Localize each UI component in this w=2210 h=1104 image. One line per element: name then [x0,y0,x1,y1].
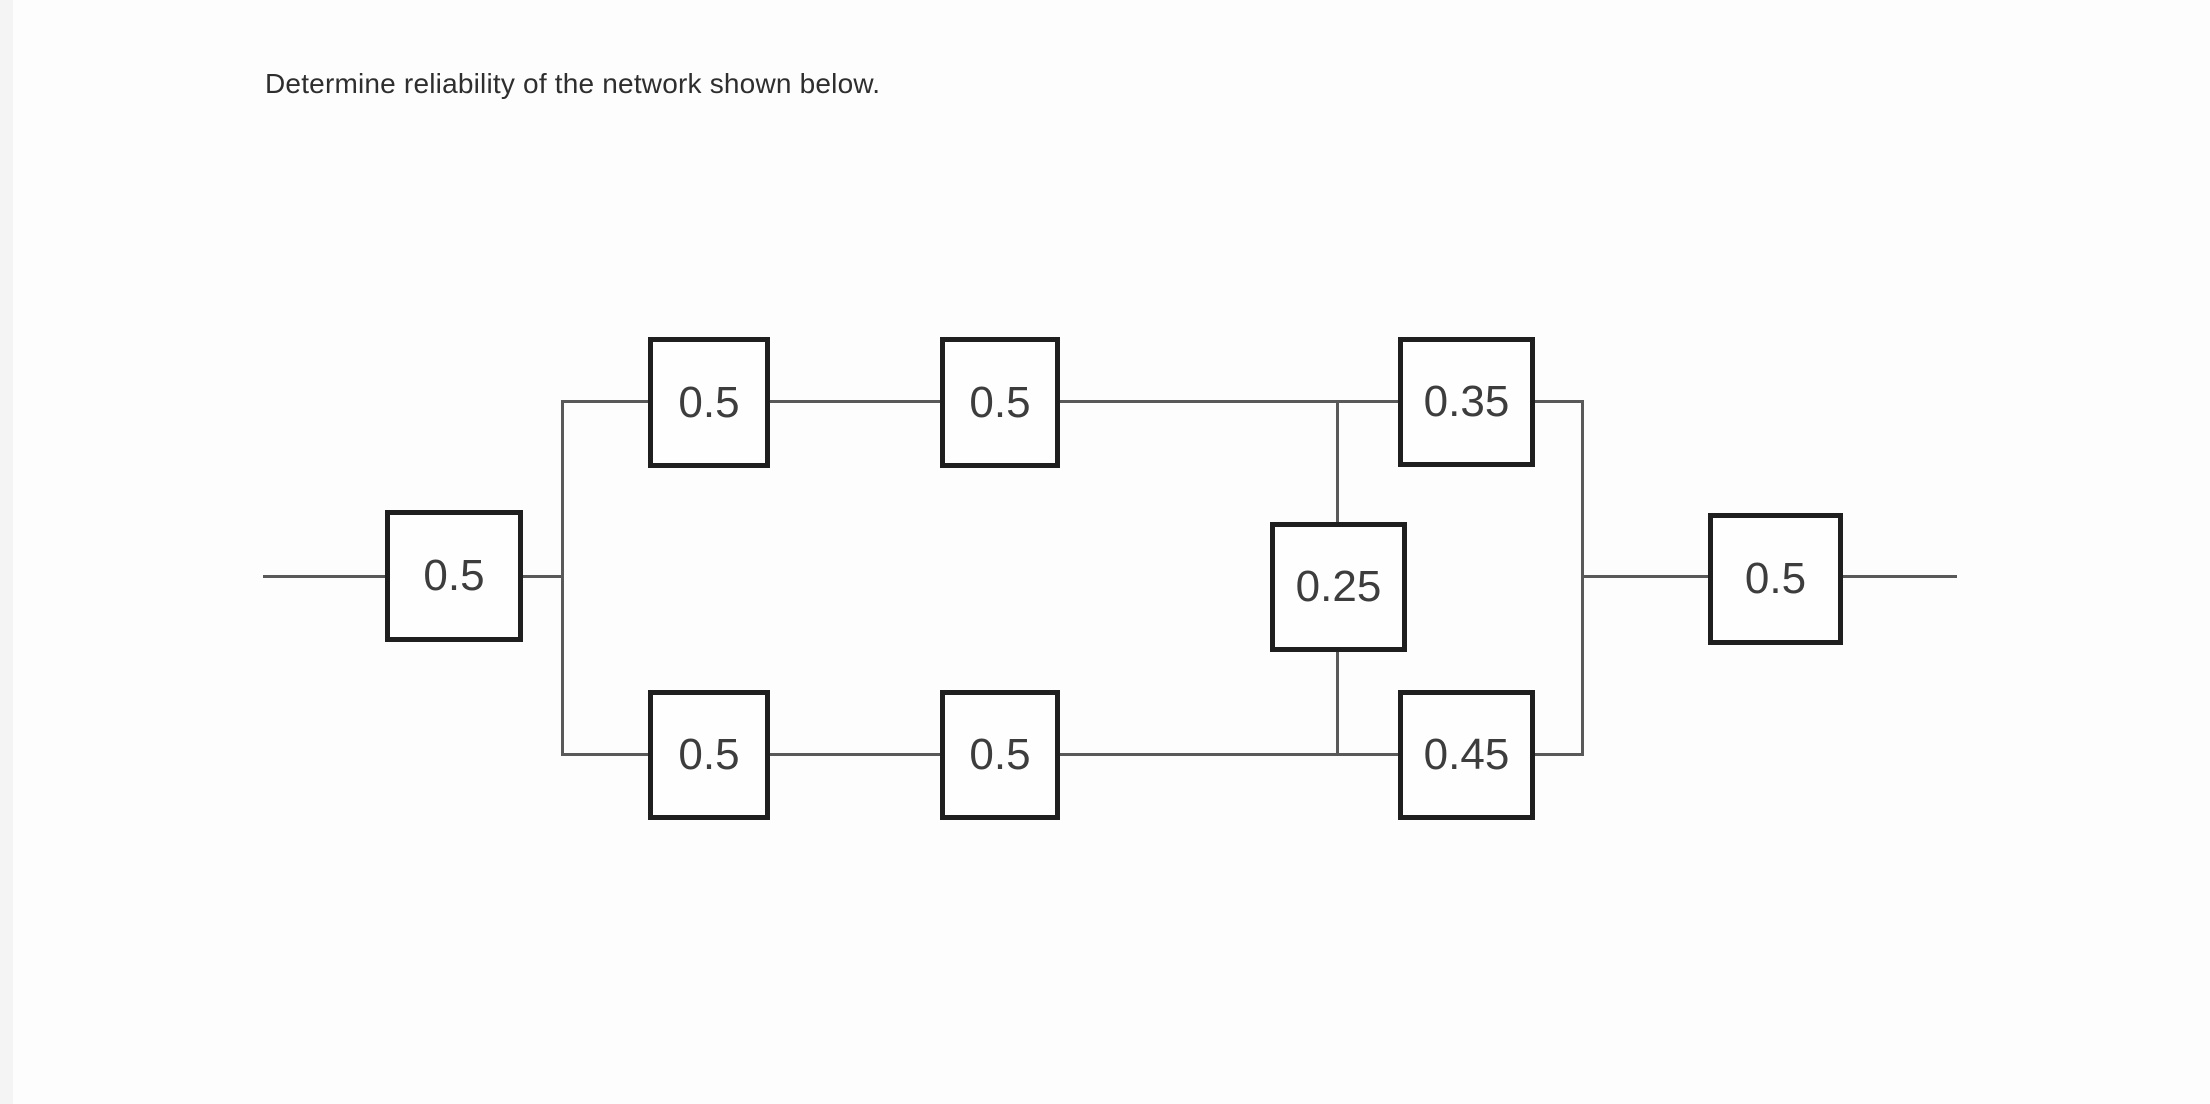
connector-merge-output-line [1581,575,1708,578]
reliability-block-top-1: 0.5 [648,337,770,468]
reliability-block-top-3: 0.35 [1398,337,1535,467]
connector-bridge-bottom-vertical [1336,652,1339,756]
connector-input-line [263,575,385,578]
block-value-label: 0.5 [423,551,485,600]
connector-bottom-branch-elbow [561,753,648,756]
connector-output-line [1843,575,1957,578]
reliability-block-bottom-1: 0.5 [648,690,770,820]
connector-top-branch-long [1060,400,1398,403]
connector-bottom3-output-stub [1535,753,1581,756]
block-value-label: 0.5 [1744,554,1807,603]
connector-bottom-branch-middle [770,753,940,756]
block-value-label: 0.25 [1295,562,1382,611]
block-value-label: 0.5 [969,730,1031,779]
connector-split-vertical [561,400,564,756]
connector-bottom-branch-long [1060,753,1398,756]
connector-bridge-top-vertical [1336,400,1339,522]
reliability-block-bridge: 0.25 [1270,522,1407,652]
page-title: Determine reliability of the network sho… [265,68,881,99]
connector-top3-output-stub [1535,400,1584,403]
block-value-label: 0.5 [678,377,740,427]
page-left-edge [0,0,13,1104]
block-value-label: 0.5 [678,730,740,779]
block-value-label: 0.45 [1423,730,1510,779]
reliability-block-source: 0.5 [385,510,523,642]
connector-source-output-stub [523,575,563,578]
reliability-block-bottom-3: 0.45 [1398,690,1535,820]
reliability-block-sink: 0.5 [1708,513,1843,645]
connector-top-branch-middle [770,400,940,403]
block-value-label: 0.5 [969,377,1031,427]
connector-merge-vertical [1581,400,1584,756]
reliability-block-bottom-2: 0.5 [940,690,1060,820]
block-value-label: 0.35 [1423,377,1510,426]
connector-top-branch-elbow [561,400,648,403]
reliability-block-top-2: 0.5 [940,337,1060,468]
